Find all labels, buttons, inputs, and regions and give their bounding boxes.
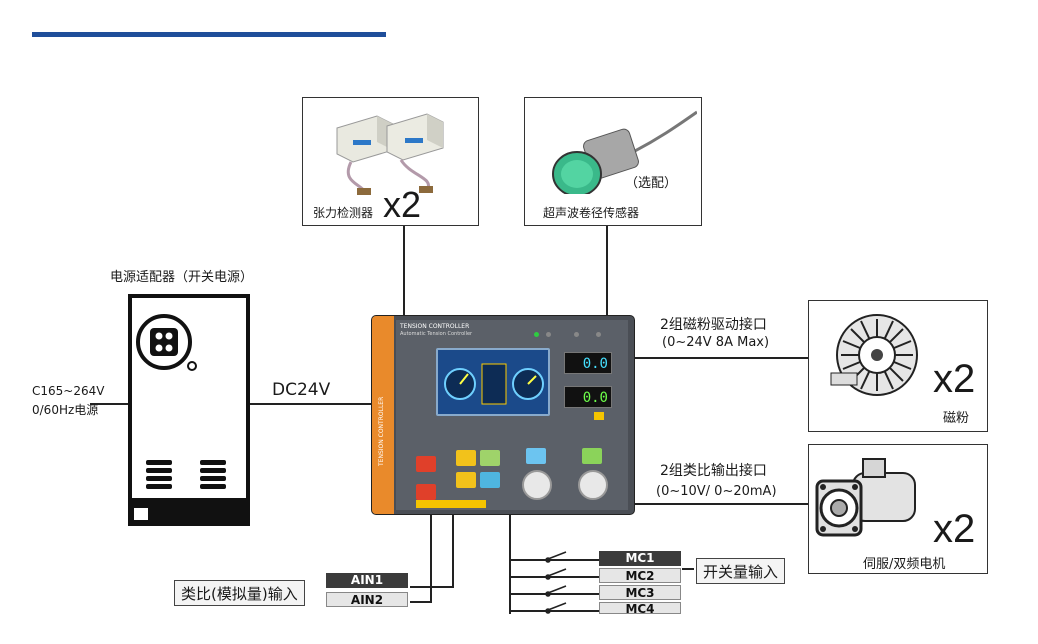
servo-caption: 伺服/双频电机 xyxy=(863,557,946,572)
line-mc2 xyxy=(509,576,599,578)
ultrasonic-sensor-image xyxy=(552,110,697,194)
ultrasonic-sensor-caption: 超声波卷径传感器 xyxy=(543,206,640,220)
key-red-1[interactable] xyxy=(416,456,436,472)
servo-count: x2 xyxy=(933,507,976,551)
key-blue-2[interactable] xyxy=(526,448,546,464)
mc3-tag: MC3 xyxy=(599,585,681,600)
key-green-2[interactable] xyxy=(582,448,602,464)
tension-sensor-box: 张力检测器 x2 xyxy=(302,97,479,226)
tension-sensor-count: x2 xyxy=(383,184,422,225)
ain1-tag: AIN1 xyxy=(326,573,408,588)
line-ain-vertical-1 xyxy=(452,514,454,587)
line-mc-to-label xyxy=(682,568,694,570)
magnetic-interface-spec: (0~24V 8A Max) xyxy=(662,335,770,350)
switch-input-label: 开关量输入 xyxy=(696,558,786,584)
display-tension-2: 0.0 xyxy=(564,386,612,408)
header-bar xyxy=(32,32,386,37)
mc2-tag: MC2 xyxy=(599,568,681,583)
line-ultrasonic-to-controller xyxy=(606,226,608,316)
key-blue-1[interactable] xyxy=(480,472,500,488)
terminal-blocks-icon xyxy=(146,460,226,489)
knob-left[interactable] xyxy=(522,470,552,500)
controller-lcd xyxy=(436,348,550,416)
controller-side-text: TENSION CONTROLLER xyxy=(378,396,385,466)
key-red-2[interactable] xyxy=(416,484,436,500)
analog-output-spec: (0~10V/ 0~20mA) xyxy=(656,484,777,499)
ultrasonic-sensor-box: （选配） 超声波卷径传感器 xyxy=(524,97,702,226)
key-yellow-2[interactable] xyxy=(456,472,476,488)
power-connector-icon xyxy=(136,314,197,371)
ain2-tag: AIN2 xyxy=(326,592,408,607)
ac-input-frequency: 0/60Hz电源 xyxy=(32,403,99,417)
line-ain-vertical-2 xyxy=(430,514,432,602)
analog-input-label: 类比(模拟量)输入 xyxy=(174,580,305,606)
line-tension-to-controller xyxy=(403,226,405,316)
knob-right[interactable] xyxy=(578,470,608,500)
analog-output-label: 2组类比输出接口 xyxy=(660,463,767,479)
magnetic-interface-label: 2组磁粉驱动接口 xyxy=(660,317,767,333)
ultrasonic-optional-note: （选配） xyxy=(625,176,678,191)
tension-sensor-image xyxy=(336,113,444,195)
controller-subtitle: Automatic Tension Controller xyxy=(400,331,473,337)
mc1-tag: MC1 xyxy=(599,551,681,566)
tension-sensor-caption: 张力检测器 xyxy=(313,206,374,220)
line-ain1 xyxy=(410,586,454,588)
magnetic-brake-image xyxy=(830,314,918,396)
controller-brand: TENSION CONTROLLER xyxy=(400,323,470,330)
tension-controller: TENSION CONTROLLER TENSION CONTROLLER Au… xyxy=(372,316,634,514)
power-adapter-title: 电源适配器（开关电源） xyxy=(110,270,254,285)
key-green-1[interactable] xyxy=(480,450,500,466)
mc4-tag: MC4 xyxy=(599,602,681,614)
controller-side-strip: TENSION CONTROLLER xyxy=(372,316,394,514)
magnetic-caption: 磁粉 xyxy=(943,411,970,426)
display-tension-1: 0.0 xyxy=(564,352,612,374)
status-leds xyxy=(532,332,612,338)
magnetic-count: x2 xyxy=(933,357,976,401)
line-mc4 xyxy=(509,610,599,612)
ac-input-voltage: C165~264V xyxy=(32,384,105,398)
magnetic-powder-box: x2 磁粉 xyxy=(808,300,988,432)
line-to-magnetic-powder xyxy=(634,357,808,359)
line-dc24v xyxy=(250,403,372,405)
switch-symbols xyxy=(545,551,567,614)
power-adapter xyxy=(128,294,250,526)
line-ac-input xyxy=(90,403,130,405)
warning-icon-small xyxy=(594,412,604,420)
line-mc3 xyxy=(509,593,599,595)
warning-label xyxy=(416,500,486,508)
dc-output-label: DC24V xyxy=(272,380,331,400)
key-yellow-1[interactable] xyxy=(456,450,476,466)
line-mc-vertical xyxy=(509,514,511,614)
line-mc1 xyxy=(509,559,599,561)
line-ain2 xyxy=(410,601,432,603)
line-to-servo xyxy=(634,503,808,505)
servo-motor-image xyxy=(815,458,916,537)
servo-motor-box: x2 伺服/双频电机 xyxy=(808,444,988,574)
